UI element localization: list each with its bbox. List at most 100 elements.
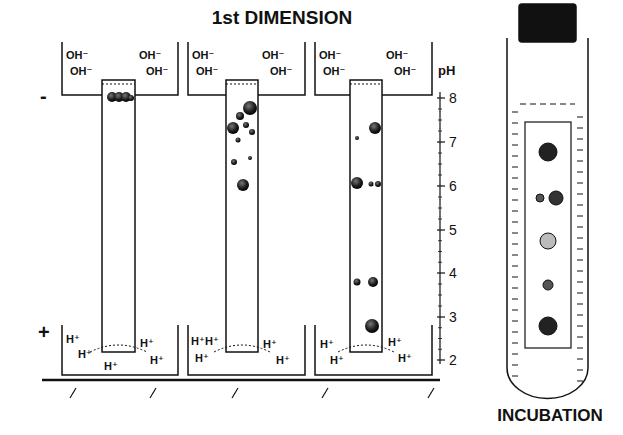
buffer-dash [577,183,583,184]
incubation-tube [507,38,588,398]
polarity-sign: + [38,322,50,342]
ion-label: OH⁻ [66,50,88,61]
buffer-dash [577,238,583,239]
buffer-dash [512,134,518,135]
bench-hatch [322,388,328,398]
protein-spot [355,136,359,140]
buffer-surface [90,345,147,352]
ph-minor-tick [438,284,442,285]
ph-tick [437,97,445,98]
ph-minor-tick [438,327,442,328]
ph-value: 5 [449,223,457,237]
protein-spot [128,95,134,101]
buffer-dash [577,128,583,129]
buffer-dash [512,156,518,157]
ph-minor-tick [438,153,442,154]
buffer-dash [512,189,518,190]
bench-hatch [232,388,238,398]
ph-label: pH [438,64,455,77]
buffer-dash [577,370,583,371]
strip-spot [543,280,553,290]
ion-label: H⁺ [140,338,154,349]
bench-hatch [428,388,434,398]
buffer-dash [577,249,583,250]
buffer-dash [512,288,518,289]
gel-tube [226,80,258,352]
ion-label: H⁺ [104,361,118,372]
strip-spot [536,194,544,202]
bench-hatch [70,388,76,398]
buffer-dash [577,205,583,206]
lower-tank [188,325,305,375]
ion-label: H⁺ [205,336,219,347]
protein-spot [369,182,374,187]
ph-tick [437,359,445,360]
ion-label: H⁺ [150,355,164,366]
buffer-dash [577,337,583,338]
buffer-dash [512,222,518,223]
ion-label: OH⁻ [70,66,92,77]
buffer-dash [512,299,518,300]
ph-minor-tick [438,240,442,241]
liquid-level [520,104,575,105]
buffer-dash [577,381,583,382]
buffer-dash [512,123,518,124]
ph-minor-tick [438,262,442,263]
protein-spot [243,101,257,115]
protein-spot [368,277,378,287]
buffer-dash [577,359,583,360]
buffer-dash [577,271,583,272]
buffer-dash [512,332,518,333]
buffer-dash [577,216,583,217]
ph-minor-tick [438,295,442,296]
ph-tick [437,141,445,142]
buffer-dash [512,321,518,322]
ion-label: OH⁻ [139,50,161,61]
buffer-dash [512,167,518,168]
buffer-dash [577,161,583,162]
ion-label: H⁺ [320,339,334,350]
ion-label: H⁺ [263,339,277,350]
protein-spot [249,129,255,135]
buffer-dash [512,277,518,278]
ph-tick [437,229,445,230]
buffer-dash [577,304,583,305]
upper-tank [315,42,432,95]
upper-tank [188,42,305,95]
buffer-dash [512,376,518,377]
buffer-dash [577,348,583,349]
ph-tick [437,272,445,273]
buffer-dash [577,293,583,294]
buffer-dash [577,315,583,316]
tube-cap [519,4,576,42]
ion-label: OH⁻ [270,66,292,77]
ph-value: 6 [449,179,457,193]
ph-minor-tick [438,208,442,209]
bench-line [42,379,440,382]
strip-spot [549,191,563,205]
ion-label: H⁺ [330,355,344,366]
ph-minor-tick [438,109,442,110]
gel-tube [102,80,135,352]
ph-minor-tick [438,219,442,220]
buffer-dash [512,211,518,212]
ion-label: H⁺ [276,355,290,366]
ion-label: H⁺ [398,353,412,364]
ph-minor-tick [438,164,442,165]
buffer-dash [512,145,518,146]
ph-minor-tick [438,197,442,198]
protein-spot [375,181,381,187]
ion-label: H⁺ [66,334,80,345]
lower-tank [62,325,178,375]
ion-label: OH⁻ [192,50,214,61]
gel-tube [350,80,382,352]
ph-minor-tick [438,251,442,252]
strip-spot [539,317,557,335]
buffer-dash [512,112,518,113]
ph-value: 8 [449,91,457,105]
gel-top [226,84,258,85]
protein-spot [248,156,252,160]
ion-label: OH⁻ [196,66,218,77]
ion-label: OH⁻ [319,50,341,61]
buffer-dash [577,260,583,261]
